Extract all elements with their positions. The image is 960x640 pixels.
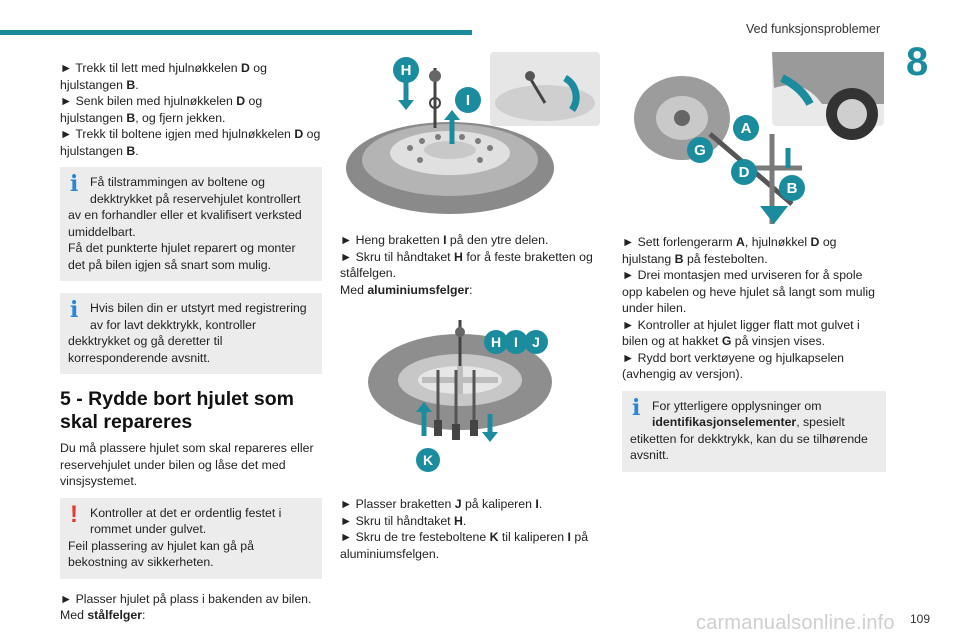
fig2-label-j: J	[524, 330, 548, 354]
down-arrow-icon	[760, 206, 788, 224]
svg-text:H: H	[401, 62, 412, 79]
fig3-label-g: G	[687, 137, 713, 163]
svg-text:D: D	[739, 164, 750, 181]
watermark: carmanualsonline.info	[696, 612, 895, 634]
info-icon: i	[632, 394, 641, 421]
intro-paragraph: Du må plassere hjulet som skal repareres…	[60, 441, 314, 488]
svg-text:J: J	[532, 334, 540, 350]
svg-text:H: H	[491, 334, 501, 350]
fig1-label-i: I	[455, 87, 481, 113]
label-alloy-rims: Med aluminiumsfelger:	[340, 282, 473, 297]
step-retighten: ► Trekk til boltene igjen med hjulnøkkel…	[60, 127, 321, 158]
section-heading: 5 - Rydde bort hjulet som skal repareres	[60, 388, 295, 433]
step-check-flat: ► Kontroller at hjulet ligger flatt mot …	[622, 317, 860, 349]
step-screw-handle: ► Skru til håndtaket H.	[340, 513, 467, 528]
step-tighten-handle: ► Skru til håndtaket H for å feste brake…	[340, 249, 593, 281]
svg-text:A: A	[741, 120, 752, 137]
svg-text:I: I	[514, 334, 518, 350]
step-place-bracket: ► Plasser braketten J på kaliperen I.	[340, 497, 543, 511]
info-note-identification: i For ytterligere opplysninger om identi…	[622, 390, 886, 472]
step-tighten: ► Trekk til lett med hjulnøkkelen D og h…	[60, 61, 267, 92]
column-2: H I ► Heng braketten I på den ytre delen…	[340, 48, 602, 562]
label-steel-rims: Med stålfelger:	[60, 608, 146, 622]
up-arrow-icon	[416, 402, 432, 412]
header-accent-bar	[0, 30, 472, 35]
fig1-label-h: H	[393, 57, 419, 83]
fig3-label-d: D	[731, 159, 757, 185]
step-fit-tools: ► Sett forlengerarm A, hjulnøkkel D og h…	[622, 235, 837, 266]
page-number: 109	[910, 612, 931, 626]
figure-steel-rim: H I	[346, 52, 600, 214]
fig2-label-h: H	[484, 330, 508, 354]
figure-winch: A G D B	[634, 52, 884, 224]
svg-text:G: G	[694, 142, 706, 159]
figure-alloy-rim: H I J K	[368, 320, 552, 472]
step-place-wheel: ► Plasser hjulet på plass i bakenden av …	[60, 591, 312, 606]
svg-text:I: I	[466, 92, 470, 109]
rotate-arrow-icon	[563, 74, 580, 113]
fig3-label-b: B	[779, 175, 805, 201]
down-arrow-icon	[398, 100, 414, 110]
warning-note: ! Kontroller at det er ordentlig festet …	[60, 497, 322, 579]
step-lower-car: ► Senk bilen med hjulnøkkelen D og hjuls…	[60, 94, 263, 125]
info-icon: i	[70, 297, 79, 323]
fig2-label-i: I	[504, 330, 528, 354]
step-screw-bolts: ► Skru de tre festeboltene K til kaliper…	[340, 530, 589, 561]
column-1: ► Trekk til lett med hjulnøkkelen D og h…	[60, 60, 322, 624]
rotate-arrow-icon	[780, 74, 814, 106]
chapter-number: 8	[906, 40, 929, 84]
svg-text:B: B	[787, 180, 798, 197]
fig3-label-a: A	[733, 115, 759, 141]
fig2-label-k: K	[416, 448, 440, 472]
warning-icon: !	[70, 500, 78, 528]
info-icon: i	[70, 171, 79, 197]
svg-text:K: K	[423, 452, 433, 468]
info-note-torque: i Få tilstrammingen av boltene og dekktr…	[60, 167, 322, 281]
step-turn-clockwise: ► Drei montasjen med urviseren for å spo…	[622, 268, 875, 315]
section-title: Ved funksjonsproblemer	[746, 22, 881, 36]
column-3: A G D B ► Sett forlengerarm A, hjulnøkke…	[622, 48, 886, 484]
up-arrow-icon	[444, 110, 460, 120]
down-arrow-icon	[482, 432, 498, 442]
info-note-pressure: i Hvis bilen din er utstyrt med registre…	[60, 293, 322, 374]
step-hang-bracket: ► Heng braketten I på den ytre delen.	[340, 233, 549, 247]
step-store-tools: ► Rydd bort verktøyene og hjulkapselen (…	[622, 350, 845, 382]
